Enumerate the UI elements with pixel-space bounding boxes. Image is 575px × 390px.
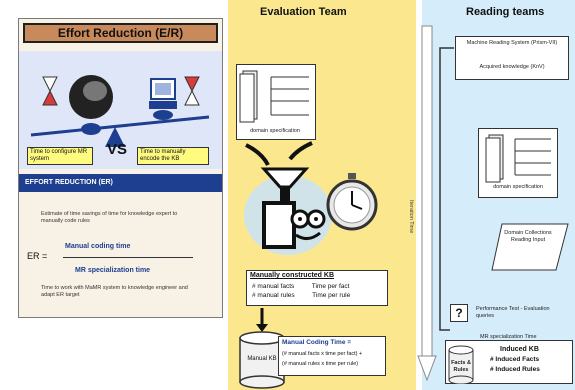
evaluation-team-title: Evaluation Team	[260, 6, 347, 18]
performance-test-label: Performance Test - Evaluation queries	[476, 306, 550, 319]
formula-denominator: MR specialization time	[75, 267, 151, 274]
kb-row-facts: # manual facts Time per fact	[252, 283, 349, 291]
mr-system-box	[455, 36, 569, 80]
effort-reduction-title: Effort Reduction (E/R)	[23, 23, 218, 43]
manual-coding-time-box	[278, 336, 386, 376]
kb-row-rules-time: Time per rule	[312, 292, 351, 299]
domain-spec-card	[236, 64, 316, 140]
facts-rules-label: Facts & Rules	[451, 360, 471, 373]
manual-kb-title: Manually constructed KB	[250, 272, 335, 279]
vs-label: VS	[107, 141, 128, 158]
iteration-timeline	[417, 25, 437, 382]
stopwatch-icon	[326, 173, 378, 231]
timeline-label: Iteration Time	[408, 200, 414, 234]
domain-spec-label: domain specification	[250, 128, 300, 134]
induced-facts-row: # Induced Facts	[490, 356, 540, 363]
mr-system-label: Machine Reading System (Prism-VII)	[466, 40, 558, 46]
corpus-label: Domain Collections Reading Input	[504, 230, 552, 243]
balance-beam	[30, 115, 210, 137]
er-formula-label: ER =	[27, 251, 48, 261]
mct-row-facts: (# manual facts x time per fact) +	[282, 351, 363, 357]
evaluator-robot-icon	[262, 201, 326, 249]
manual-kb-connector	[239, 308, 294, 389]
induced-rules-row: # Induced Rules	[490, 366, 540, 373]
balance-illustration	[30, 75, 210, 147]
hourglass-right-icon	[184, 76, 200, 106]
acquired-knowledge-label: Acquired knowledge (KnV)	[479, 64, 545, 70]
fulcrum-icon	[105, 127, 125, 147]
er-description: Estimate of time savings of time for kno…	[41, 211, 178, 224]
brain-head-icon	[69, 75, 113, 135]
mct-row-rules: (# manual rules x time per rule)	[282, 361, 359, 367]
induced-kb-title: Induced KB	[500, 346, 539, 353]
kb-row-rules-count: # manual rules	[252, 292, 295, 299]
hourglass-left-icon	[42, 76, 58, 106]
manual-time-box: Time to manually encode the KB	[137, 147, 209, 165]
manual-coding-time-title: Manual Coding Time =	[282, 339, 352, 346]
er-section-header: EFFORT REDUCTION (ER)	[19, 174, 222, 192]
reading-domain-spec-card	[478, 128, 558, 198]
evaluator-illustration	[244, 141, 378, 255]
query-question-box: ?	[450, 304, 468, 322]
kb-row-facts-time: Time per fact	[311, 283, 350, 290]
reading-document-icon	[485, 134, 551, 183]
corpus-shape	[491, 223, 569, 271]
manual-kb-db-label: Manual KB	[247, 356, 277, 362]
facts-rules-database-icon	[448, 345, 474, 384]
er-footnote: Time to work with MaMR system to knowled…	[41, 285, 188, 298]
reading-domain-spec-label: domain specification	[493, 184, 543, 190]
fraction-line	[63, 257, 193, 258]
mr-spec-time-label: MR specialization Time	[480, 334, 537, 340]
manual-kb-database-icon	[239, 331, 285, 389]
manual-kb-box	[246, 270, 388, 306]
computer-icon	[149, 78, 177, 120]
formula-numerator: Manual coding time	[65, 243, 131, 250]
arrow-left-icon	[245, 143, 270, 166]
configure-time-box: Time to configure MR system	[27, 147, 93, 165]
effort-reduction-panel: Effort Reduction (E/R)	[18, 18, 223, 318]
kb-row-facts-count: # manual facts	[252, 283, 295, 290]
kb-row-rules: # manual rules Time per rule	[252, 292, 350, 300]
feedback-loop	[439, 47, 454, 331]
arrow-right-icon	[288, 141, 313, 161]
reading-teams-title: Reading teams	[466, 6, 545, 18]
document-icon	[239, 70, 309, 123]
funnel-icon	[260, 167, 310, 207]
